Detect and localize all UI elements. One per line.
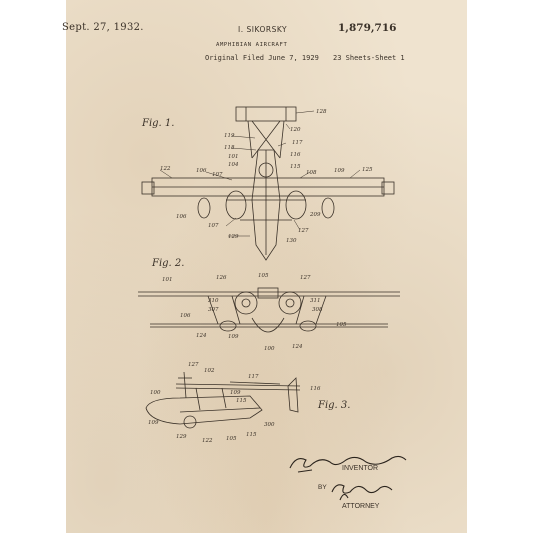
reference-numeral: 109 <box>148 420 159 426</box>
reference-numeral: 126 <box>216 275 227 281</box>
reference-numeral: 100 <box>264 346 275 352</box>
filing-date: Original Filed June 7, 1929 <box>205 54 319 62</box>
reference-numeral: 209 <box>309 212 321 218</box>
reference-numeral: 104 <box>228 162 239 168</box>
reference-numeral: 115 <box>290 164 301 170</box>
reference-numeral: 100 <box>150 390 161 396</box>
reference-numeral: 307 <box>208 307 219 313</box>
reference-numeral: 106 <box>196 168 207 174</box>
reference-numeral: 106 <box>176 214 187 220</box>
reference-numeral: 108 <box>306 170 317 176</box>
patent-title: AMPHIBIAN AIRCRAFT <box>216 42 288 48</box>
reference-numeral: 107 <box>208 223 219 229</box>
by-label: BY <box>318 484 327 491</box>
reference-numeral: 127 <box>188 362 199 368</box>
reference-numeral: 120 <box>290 127 301 133</box>
reference-numeral: 308 <box>312 307 323 313</box>
reference-numeral: 101 <box>228 154 239 160</box>
reference-numeral: 107 <box>212 172 223 178</box>
inventor-name: I. SIKORSKY <box>238 25 288 34</box>
reference-numeral: 102 <box>204 368 215 374</box>
reference-numeral: 105 <box>336 322 347 328</box>
figure-1-label: Fig. 1. <box>142 118 175 129</box>
inventor-signature-label: INVENTOR <box>342 465 379 472</box>
reference-numeral: 117 <box>292 140 303 146</box>
reference-numeral: 124 <box>196 333 207 339</box>
attorney-signature-label: ATTORNEY <box>342 503 380 510</box>
reference-numeral: 127 <box>300 275 311 281</box>
reference-numeral: 115 <box>246 432 257 438</box>
reference-numeral: 118 <box>224 145 235 151</box>
reference-numeral: 130 <box>286 238 297 244</box>
reference-numeral: 128 <box>316 109 327 115</box>
reference-numeral: 125 <box>362 167 373 173</box>
reference-numeral: 109 <box>230 390 241 396</box>
reference-numeral: 311 <box>310 298 321 304</box>
patent-date: Sept. 27, 1932. <box>62 22 144 33</box>
sheet-count: 23 Sheets-Sheet 1 <box>333 54 405 62</box>
figure-2-label: Fig. 2. <box>152 258 185 269</box>
patent-sheet <box>66 0 467 533</box>
patent-number: 1,879,716 <box>338 22 397 34</box>
reference-numeral: 310 <box>208 298 219 304</box>
figure-1-drawing <box>141 106 395 261</box>
reference-numeral: 117 <box>248 374 259 380</box>
reference-numeral: 122 <box>202 438 213 444</box>
figure-3-drawing <box>145 371 301 429</box>
reference-numeral: 109 <box>228 334 239 340</box>
figure-2-drawing <box>138 287 400 333</box>
reference-numeral: 106 <box>180 313 191 319</box>
reference-numeral: 116 <box>290 152 301 158</box>
reference-numeral: 129 <box>228 234 239 240</box>
reference-numeral: 105 <box>226 436 237 442</box>
reference-numeral: 122 <box>160 166 171 172</box>
figure-3-label: Fig. 3. <box>318 400 351 411</box>
reference-numeral: 300 <box>264 422 275 428</box>
reference-numeral: 124 <box>292 344 303 350</box>
reference-numeral: 116 <box>310 386 321 392</box>
reference-numeral: 109 <box>334 168 345 174</box>
reference-numeral: 115 <box>236 398 247 404</box>
reference-numeral: 101 <box>162 277 173 283</box>
reference-numeral: 119 <box>224 133 235 139</box>
reference-numeral: 127 <box>298 228 309 234</box>
reference-numeral: 129 <box>176 434 187 440</box>
reference-numeral: 105 <box>258 273 269 279</box>
signature-strokes <box>289 455 407 501</box>
